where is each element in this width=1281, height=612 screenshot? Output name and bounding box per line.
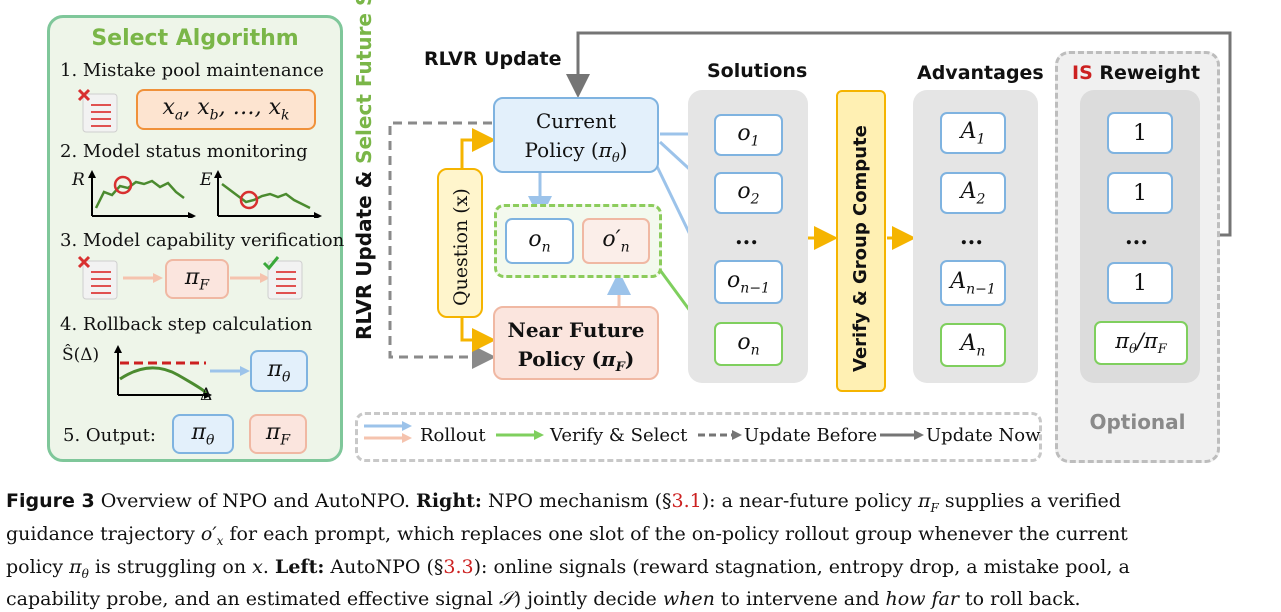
step-1-label: 1. Mistake pool maintenance (60, 60, 324, 81)
entropy-trend-chart (214, 170, 322, 218)
advantages-dots: ... (960, 224, 983, 250)
advantage-a-1: A1 (940, 112, 1006, 154)
verify-group-label: Verify & Group Compute (850, 125, 871, 372)
mistake-list-icon (77, 88, 118, 133)
future-policy-box: πF (165, 259, 229, 299)
step-2-label: 2. Model status monitoring (60, 141, 308, 162)
weight-1: 1 (1107, 112, 1173, 154)
optional-label: Optional (1089, 410, 1186, 434)
legend-verify-select: Verify & Select (550, 425, 688, 446)
arrow-right-icon (123, 273, 163, 283)
solution-o-2: o2 (714, 172, 783, 214)
weight-is-ratio: πθ/πF (1094, 321, 1188, 365)
output-future-policy: πF (249, 414, 307, 454)
verify-group-box (836, 90, 886, 392)
mistake-list-icon (77, 255, 118, 300)
arrow-right-icon (210, 366, 250, 376)
advantage-a-2: A2 (940, 172, 1006, 214)
step-4-label: 4. Rollback step calculation (60, 314, 313, 335)
step-5-label: 5. Output: (63, 425, 156, 446)
verify-legend-icon (496, 430, 544, 440)
step-3-label: 3. Model capability verification (60, 230, 345, 251)
guided-o-prime-n: o′n (582, 218, 650, 264)
legend-update-now: Update Now (926, 425, 1041, 446)
advantage-a-n-1: An−1 (940, 260, 1006, 306)
weight-n-1: 1 (1107, 262, 1173, 304)
signal-curve-chart (114, 345, 212, 399)
reward-axis-label: R (72, 170, 85, 190)
weight-2: 1 (1107, 172, 1173, 214)
current-policy-box: πθ (250, 350, 308, 392)
legend-box (355, 412, 1042, 462)
rlvr-update-label: RLVR Update (424, 48, 562, 70)
s-hat-label: Ŝ(Δ) (62, 345, 100, 365)
output-current-policy: πθ (172, 414, 234, 454)
legend-update-before: Update Before (744, 425, 878, 446)
advantage-a-n: An (940, 323, 1006, 367)
figure-caption: Figure 3 Overview of NPO and AutoNPO. Ri… (6, 490, 1130, 611)
solution-o-n-1: on−1 (714, 260, 783, 304)
update-before-legend-icon (698, 430, 742, 440)
weights-dots: ... (1125, 224, 1148, 250)
reward-trend-chart (88, 170, 196, 218)
panel-title: Select Algorithm (91, 26, 299, 51)
near-future-policy-node: Near Future Policy (πF) (493, 306, 659, 380)
legend-rollout: Rollout (420, 425, 486, 446)
entropy-axis-label: E (200, 170, 213, 190)
solutions-dots: ... (735, 224, 758, 250)
is-reweight-header: IS Reweight (1072, 62, 1201, 84)
rollout-legend-icon (364, 421, 412, 443)
current-policy-node: Current Policy (πθ) (493, 97, 659, 173)
arrow-right-icon (230, 273, 270, 283)
rlvr-select-label: RLVR Update & Select Future Self (352, 0, 376, 340)
question-label: Question (x) (450, 188, 472, 306)
solution-o-n: on (714, 322, 783, 366)
verified-list-icon (262, 256, 303, 300)
solution-o-1: o1 (714, 114, 783, 156)
rollout-o-n: on (505, 218, 574, 264)
advantages-header: Advantages (917, 62, 1044, 84)
delta-label: Δ (200, 385, 213, 405)
mistake-pool-box: xa, xb, …, xk (136, 89, 316, 130)
solutions-header: Solutions (707, 60, 808, 82)
question-box (437, 168, 483, 318)
update-now-legend-icon (880, 430, 924, 440)
